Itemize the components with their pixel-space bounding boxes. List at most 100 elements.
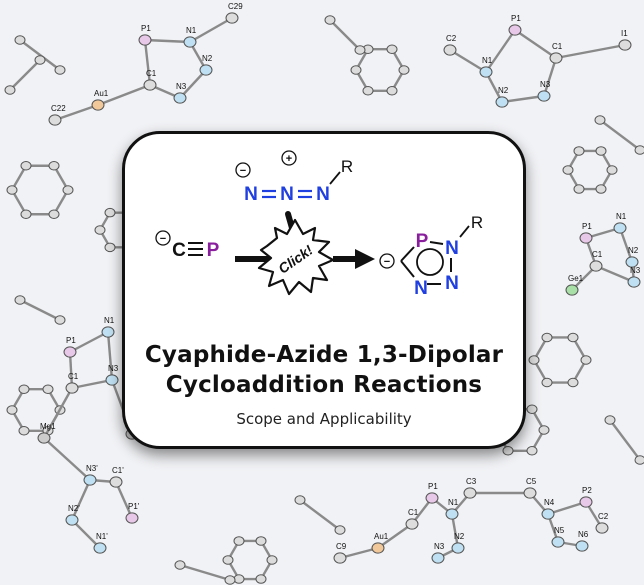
atom <box>14 35 26 45</box>
ring-n3: N <box>414 278 428 299</box>
atom <box>567 377 579 388</box>
atom <box>255 536 267 546</box>
atom-label: N3 <box>630 266 641 275</box>
bond <box>19 39 61 71</box>
atom-label: C1 <box>408 508 419 517</box>
atom <box>174 560 186 570</box>
atom <box>334 525 346 535</box>
title-line-1: Cyaphide-Azide 1,3-Dipolar <box>144 342 504 368</box>
atom <box>266 555 278 565</box>
bond <box>485 29 516 73</box>
cyaphide-minus-icon <box>155 230 171 246</box>
bond <box>97 83 151 107</box>
bond <box>69 330 109 354</box>
atom-label: N6 <box>578 530 589 539</box>
atom-label: C1 <box>552 42 563 51</box>
ring-bond-c-n <box>400 260 415 278</box>
bond <box>329 19 361 51</box>
atom <box>445 508 459 520</box>
atom <box>528 355 540 365</box>
atom <box>183 36 197 48</box>
bond <box>179 563 231 582</box>
azide-r: R <box>341 157 353 176</box>
atom <box>541 332 553 343</box>
atom <box>20 209 32 219</box>
bond <box>618 227 634 263</box>
atom <box>573 146 585 156</box>
atom <box>595 146 607 156</box>
atom-label: P1 <box>141 24 151 33</box>
atom <box>526 404 538 414</box>
bond <box>189 16 233 44</box>
bond <box>143 39 152 86</box>
atom <box>48 114 62 126</box>
atom-label: Ge1 <box>568 274 584 283</box>
atom-label: N3 <box>434 542 445 551</box>
atom <box>386 44 398 54</box>
atom <box>34 55 46 65</box>
bond <box>339 546 379 560</box>
arrow-head-icon <box>355 249 375 269</box>
atom <box>594 115 606 125</box>
atom-label: N3 <box>108 364 119 373</box>
atom <box>589 260 603 272</box>
atom <box>479 66 493 78</box>
bond <box>179 69 207 99</box>
minus-charge-icon <box>235 162 251 178</box>
subtitle: Scope and Applicability <box>236 410 412 428</box>
atom <box>109 476 123 488</box>
atom-label: C2 <box>446 34 457 43</box>
atom-label: N5 <box>554 526 565 535</box>
atom-label: N2 <box>202 54 213 63</box>
atom <box>65 514 79 526</box>
atom <box>463 487 477 499</box>
bond <box>514 29 557 59</box>
atom <box>62 185 74 195</box>
atom <box>199 64 213 76</box>
atom <box>443 44 457 56</box>
atom-label: C1 <box>68 372 79 381</box>
ring-r-bond <box>459 225 470 238</box>
atom <box>225 12 239 24</box>
atom <box>93 542 107 554</box>
atom <box>94 225 106 235</box>
atom-label: C9 <box>336 542 347 551</box>
atom-label: N1 <box>448 498 459 507</box>
atom-label: N3 <box>540 80 551 89</box>
atom <box>18 426 30 436</box>
bond <box>595 264 635 284</box>
atom <box>91 99 105 111</box>
atom-label: C3 <box>466 477 477 486</box>
atom-label: N1 <box>104 316 115 325</box>
product-minus-icon <box>379 253 395 269</box>
atom-label: P1 <box>428 482 438 491</box>
bond <box>542 57 558 97</box>
atom <box>37 432 51 444</box>
atom <box>104 242 116 253</box>
atom <box>526 446 538 456</box>
product-minus-sign: − <box>384 256 390 268</box>
atom-label: C1 <box>592 250 603 259</box>
atom-label: C1' <box>112 466 124 475</box>
azide-r-bond <box>329 171 341 185</box>
bond <box>54 103 99 122</box>
atom <box>508 24 522 36</box>
ring-n1: N <box>445 238 459 259</box>
atom <box>562 165 574 175</box>
cyaphide-minus-sign: − <box>160 233 166 245</box>
atom <box>14 295 26 305</box>
aromatic-ring <box>416 248 444 276</box>
atom <box>549 52 563 64</box>
atom <box>6 405 18 415</box>
bond <box>599 119 641 151</box>
azide-group: − + N N N R <box>235 150 353 205</box>
atom <box>386 86 398 96</box>
reaction-scheme: − + N N N R − C P <box>155 150 483 299</box>
atom <box>579 232 593 244</box>
atom-label: Mg1 <box>40 422 56 431</box>
atom-label: P1 <box>66 336 76 345</box>
atom <box>565 284 579 296</box>
atom-label: N2 <box>628 246 639 255</box>
cyaphide-group: − C P <box>155 230 220 261</box>
